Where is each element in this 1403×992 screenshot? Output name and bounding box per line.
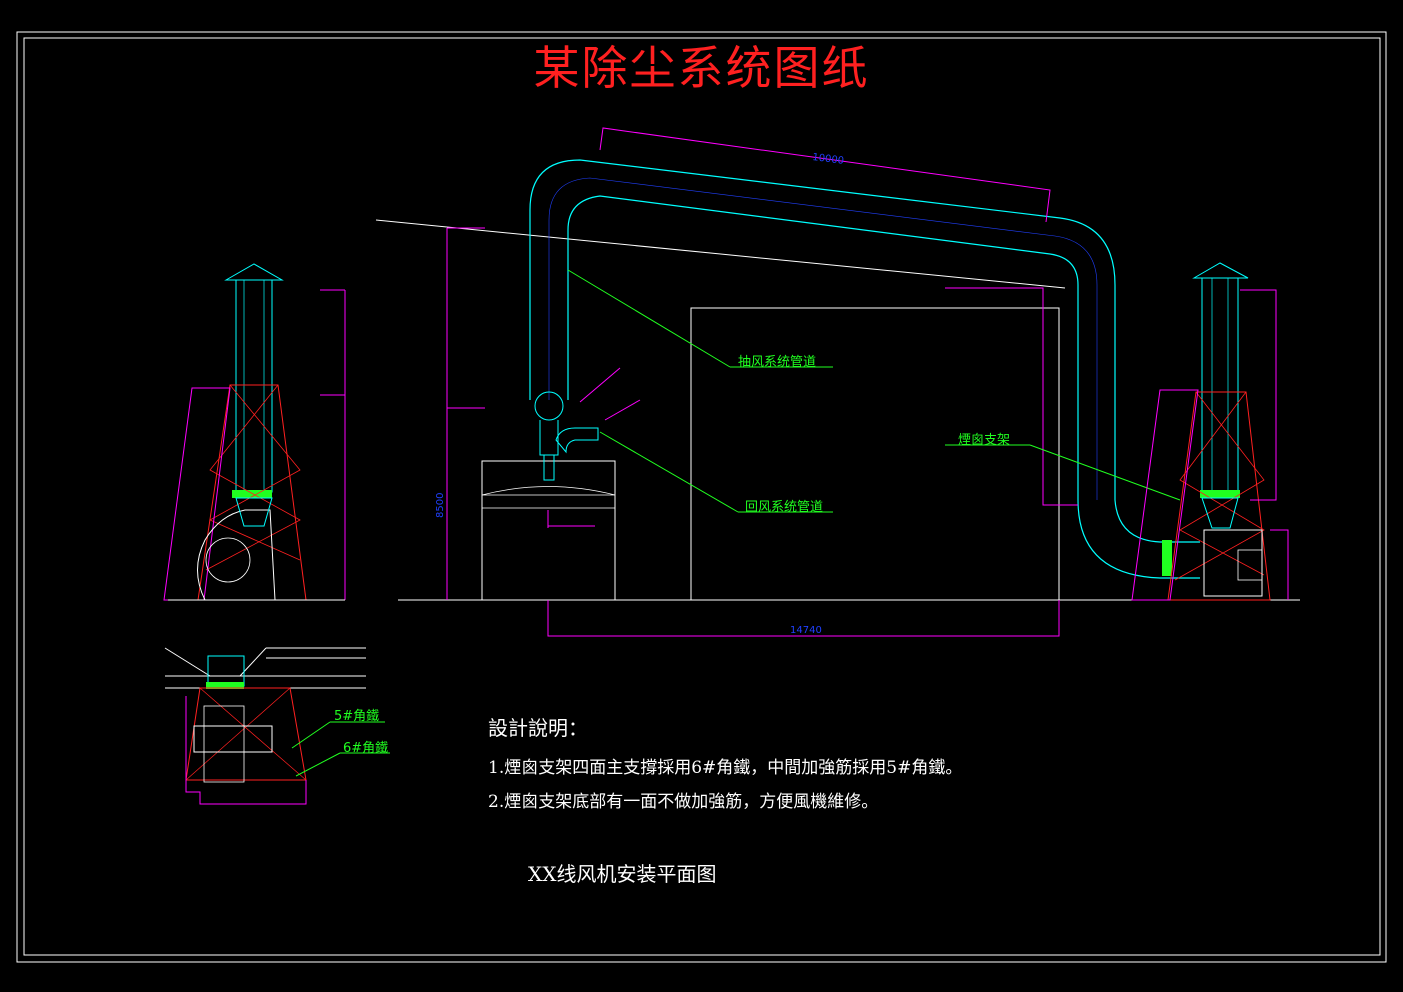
building (690, 307, 1060, 601)
dim-left-height: 8500 (435, 493, 446, 518)
roof-line (375, 219, 1066, 289)
label-angle-6: 6#角鐵 (343, 741, 389, 756)
left-chimney-stack (235, 279, 273, 493)
right-chimney-cap-icon (1192, 262, 1249, 279)
notes-line-2: 2.煙囪支架底部有一面不做加強筋，方便風機維修。 (488, 792, 879, 812)
notes-heading: 設計說明： (488, 716, 588, 740)
machine-box (481, 460, 616, 601)
dim-top-span: 10000 (812, 152, 845, 167)
label-exhaust-duct: 抽风系统管道 (738, 355, 817, 370)
return-duct (555, 427, 599, 454)
left-chimney-band (232, 490, 272, 498)
design-notes: 設計說明： 1.煙囪支架四面主支撐採用6#角鐵，中間加強筋採用5#角鐵。 2.煙… (488, 712, 962, 821)
valve-icon (534, 391, 564, 421)
center-elevation (375, 127, 1300, 637)
right-chimney (1131, 262, 1289, 601)
outer-border (16, 31, 1387, 963)
label-chimney-support: 煙囪支架 (958, 433, 1011, 448)
left-chimney-cap-icon (224, 263, 284, 281)
plan-subtitle: XX线风机安装平面图 (528, 862, 717, 886)
plan-view (164, 647, 390, 805)
exhaust-duct (529, 159, 1116, 500)
right-fan-icon (1203, 529, 1263, 597)
label-angle-5: 5#角鐵 (334, 709, 380, 724)
left-chimney (163, 263, 346, 601)
drawing-title: 某除尘系统图纸 (533, 41, 870, 95)
dim-bottom-span: 14740 (790, 625, 822, 636)
inner-border (23, 37, 1381, 956)
label-return-duct: 回风系统管道 (745, 500, 824, 515)
notes-line-1: 1.煙囪支架四面主支撐採用6#角鐵，中間加強筋採用5#角鐵。 (488, 758, 963, 778)
